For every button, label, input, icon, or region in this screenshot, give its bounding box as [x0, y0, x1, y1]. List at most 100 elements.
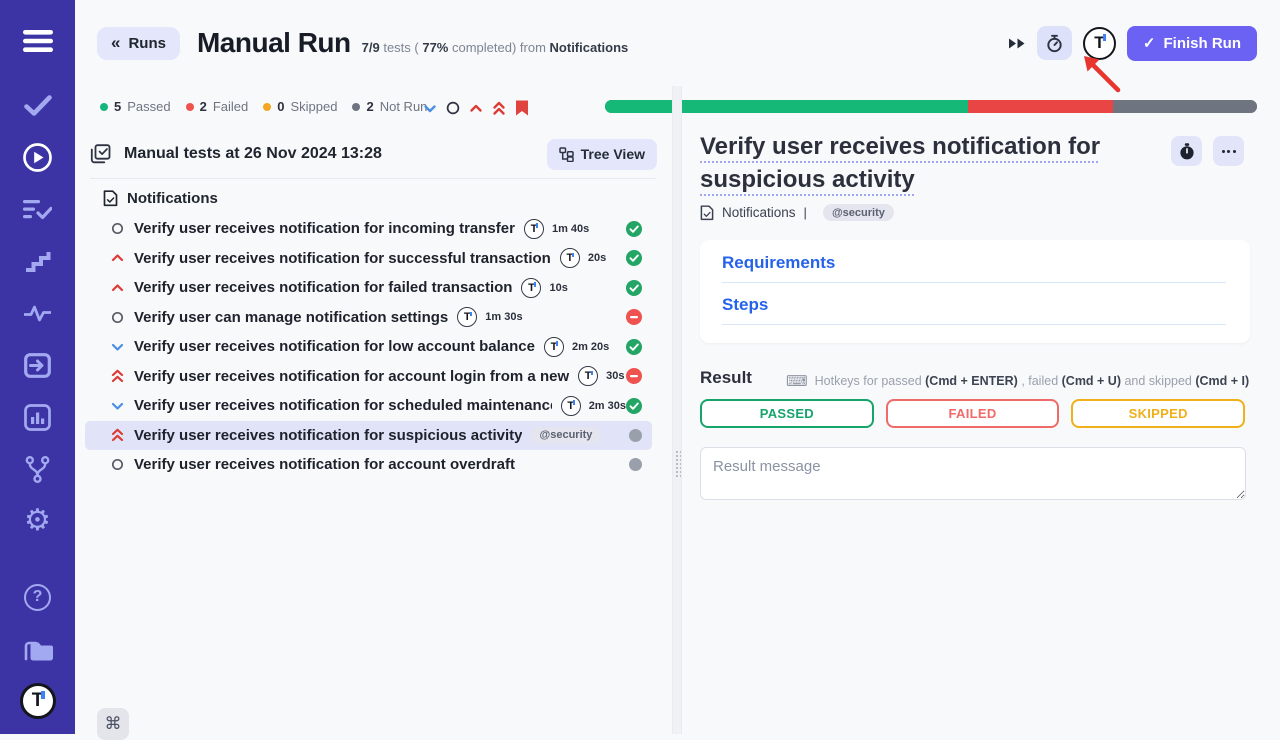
finish-run-button[interactable]: ✓ Finish Run — [1126, 25, 1257, 61]
test-duration: 2m 30s — [588, 399, 626, 412]
double-chevron-up-icon[interactable] — [492, 101, 506, 116]
divider — [722, 282, 1226, 283]
test-row[interactable]: Verify user receives notification for fa… — [85, 273, 652, 303]
back-to-runs-button[interactable]: « Runs — [97, 26, 180, 60]
tag-badge[interactable]: @security — [822, 204, 894, 221]
test-duration: 20s — [587, 252, 607, 265]
bookmark-icon[interactable] — [515, 100, 529, 116]
git-branch-icon[interactable] — [25, 454, 50, 484]
run-progress-subtitle: 7/9 tests ( 77% completed) from Notifica… — [361, 40, 629, 55]
steps-icon[interactable] — [24, 246, 51, 276]
run-progress-bar — [605, 100, 1257, 113]
status-notrun-icon — [629, 428, 642, 442]
page-title: Manual Run — [196, 27, 351, 58]
test-timer-button[interactable] — [1171, 136, 1202, 166]
status-dot-icon — [352, 102, 361, 111]
test-row[interactable]: Verify user receives notification for lo… — [85, 332, 652, 362]
test-duration: 1m 40s — [551, 222, 590, 235]
fast-forward-icon[interactable] — [1007, 36, 1026, 51]
run-title: Manual tests at 26 Nov 2024 13:28 — [124, 145, 382, 162]
divider — [90, 178, 656, 179]
status-dot-icon — [263, 102, 272, 111]
testomat-badge-icon: T — [559, 248, 580, 269]
breadcrumb[interactable]: Notifications — [722, 205, 796, 220]
test-detail-card: Requirements Steps — [700, 240, 1250, 343]
list-check-icon[interactable] — [23, 194, 52, 224]
priority-highest-icon — [111, 428, 124, 442]
settings-gear-icon[interactable]: ⚙ — [24, 504, 51, 537]
status-passed-icon — [626, 397, 642, 414]
result-skipped-button[interactable]: SKIPPED — [1071, 399, 1246, 428]
test-duration: 2m 20s — [571, 340, 610, 353]
help-icon[interactable]: ? — [24, 582, 51, 612]
chevron-down-icon[interactable] — [423, 102, 437, 115]
priority-low-icon — [111, 402, 124, 410]
test-row[interactable]: Verify user can manage notification sett… — [85, 303, 652, 333]
checklist-icon — [90, 144, 111, 164]
testomat-badge-icon: T — [523, 218, 544, 239]
bar-chart-icon[interactable] — [24, 402, 51, 432]
progress-segment — [605, 100, 969, 113]
priority-normal-icon — [111, 459, 124, 471]
header: « Runs Manual Run 7/9 tests ( 77% comple… — [75, 0, 1280, 86]
command-key-badge[interactable]: ⌘ — [97, 708, 129, 740]
timer-button[interactable] — [1036, 26, 1072, 60]
activity-pulse-icon[interactable] — [24, 298, 51, 328]
more-options-button[interactable] — [1213, 136, 1244, 166]
sidebar: ⚙ ? T — [0, 0, 75, 734]
divider — [722, 324, 1226, 325]
splitter-drag-handle[interactable] — [675, 450, 681, 478]
tag-badge: @security — [530, 426, 602, 444]
priority-high-icon — [111, 254, 124, 262]
testomat-badge-icon: T — [560, 395, 581, 416]
priority-low-icon — [111, 343, 124, 351]
play-circle-icon[interactable] — [22, 142, 53, 172]
test-title: Verify user can manage notification sett… — [134, 308, 449, 326]
ellipsis-icon — [1221, 149, 1225, 153]
stopwatch-filled-icon — [1179, 142, 1194, 159]
section-steps[interactable]: Steps — [722, 295, 1226, 325]
result-message-input[interactable] — [700, 447, 1246, 500]
test-duration: 30s — [606, 370, 625, 383]
testomat-badge-icon: T — [543, 336, 564, 357]
test-row[interactable]: Verify user receives notification for su… — [85, 420, 652, 450]
sign-in-icon[interactable] — [24, 350, 51, 380]
folder-notifications[interactable]: Notifications — [103, 187, 218, 209]
breadcrumb-separator: | — [803, 205, 807, 220]
test-title: Verify user receives notification for lo… — [134, 338, 535, 356]
circle-icon[interactable] — [446, 101, 460, 115]
check-icon[interactable] — [23, 90, 52, 120]
section-requirements[interactable]: Requirements — [722, 253, 1226, 283]
run-list-header: Manual tests at 26 Nov 2024 13:28 Tree V… — [90, 138, 657, 170]
check-icon: ✓ — [1142, 35, 1156, 52]
user-avatar-logo[interactable]: T — [1082, 26, 1116, 60]
test-row[interactable]: Verify user receives notification for ac… — [85, 450, 652, 480]
test-detail-title[interactable]: Verify user receives notification for su… — [700, 133, 1101, 193]
test-title: Verify user receives notification for ac… — [134, 367, 570, 385]
tree-view-button[interactable]: Tree View — [546, 138, 657, 170]
files-icon[interactable] — [22, 634, 53, 664]
double-chevron-left-icon: « — [111, 33, 121, 52]
keyboard-icon: ⌨ — [786, 373, 808, 390]
status-passed-icon — [626, 338, 642, 355]
progress-segment — [1112, 100, 1257, 113]
result-failed-button[interactable]: FAILED — [885, 399, 1060, 428]
result-passed-button[interactable]: PASSED — [700, 399, 874, 428]
status-failed-icon — [626, 309, 642, 326]
test-row[interactable]: Verify user receives notification for in… — [85, 214, 652, 244]
status-filter-icons — [423, 100, 529, 116]
test-title: Verify user receives notification for su… — [134, 426, 523, 444]
priority-normal-icon — [111, 311, 124, 323]
test-row[interactable]: Verify user receives notification for su… — [85, 244, 652, 274]
testomat-badge-icon: T — [521, 277, 542, 298]
panel-splitter[interactable] — [672, 86, 682, 734]
test-duration: 10s — [549, 281, 568, 294]
test-row[interactable]: Verify user receives notification for sc… — [85, 391, 652, 421]
menu-icon[interactable] — [22, 26, 53, 56]
test-duration: 1m 30s — [485, 311, 523, 324]
chevron-up-icon[interactable] — [469, 102, 483, 115]
folder-label: Notifications — [127, 189, 218, 207]
testomat-logo[interactable]: T — [19, 683, 56, 719]
test-row[interactable]: Verify user receives notification for ac… — [85, 362, 652, 392]
